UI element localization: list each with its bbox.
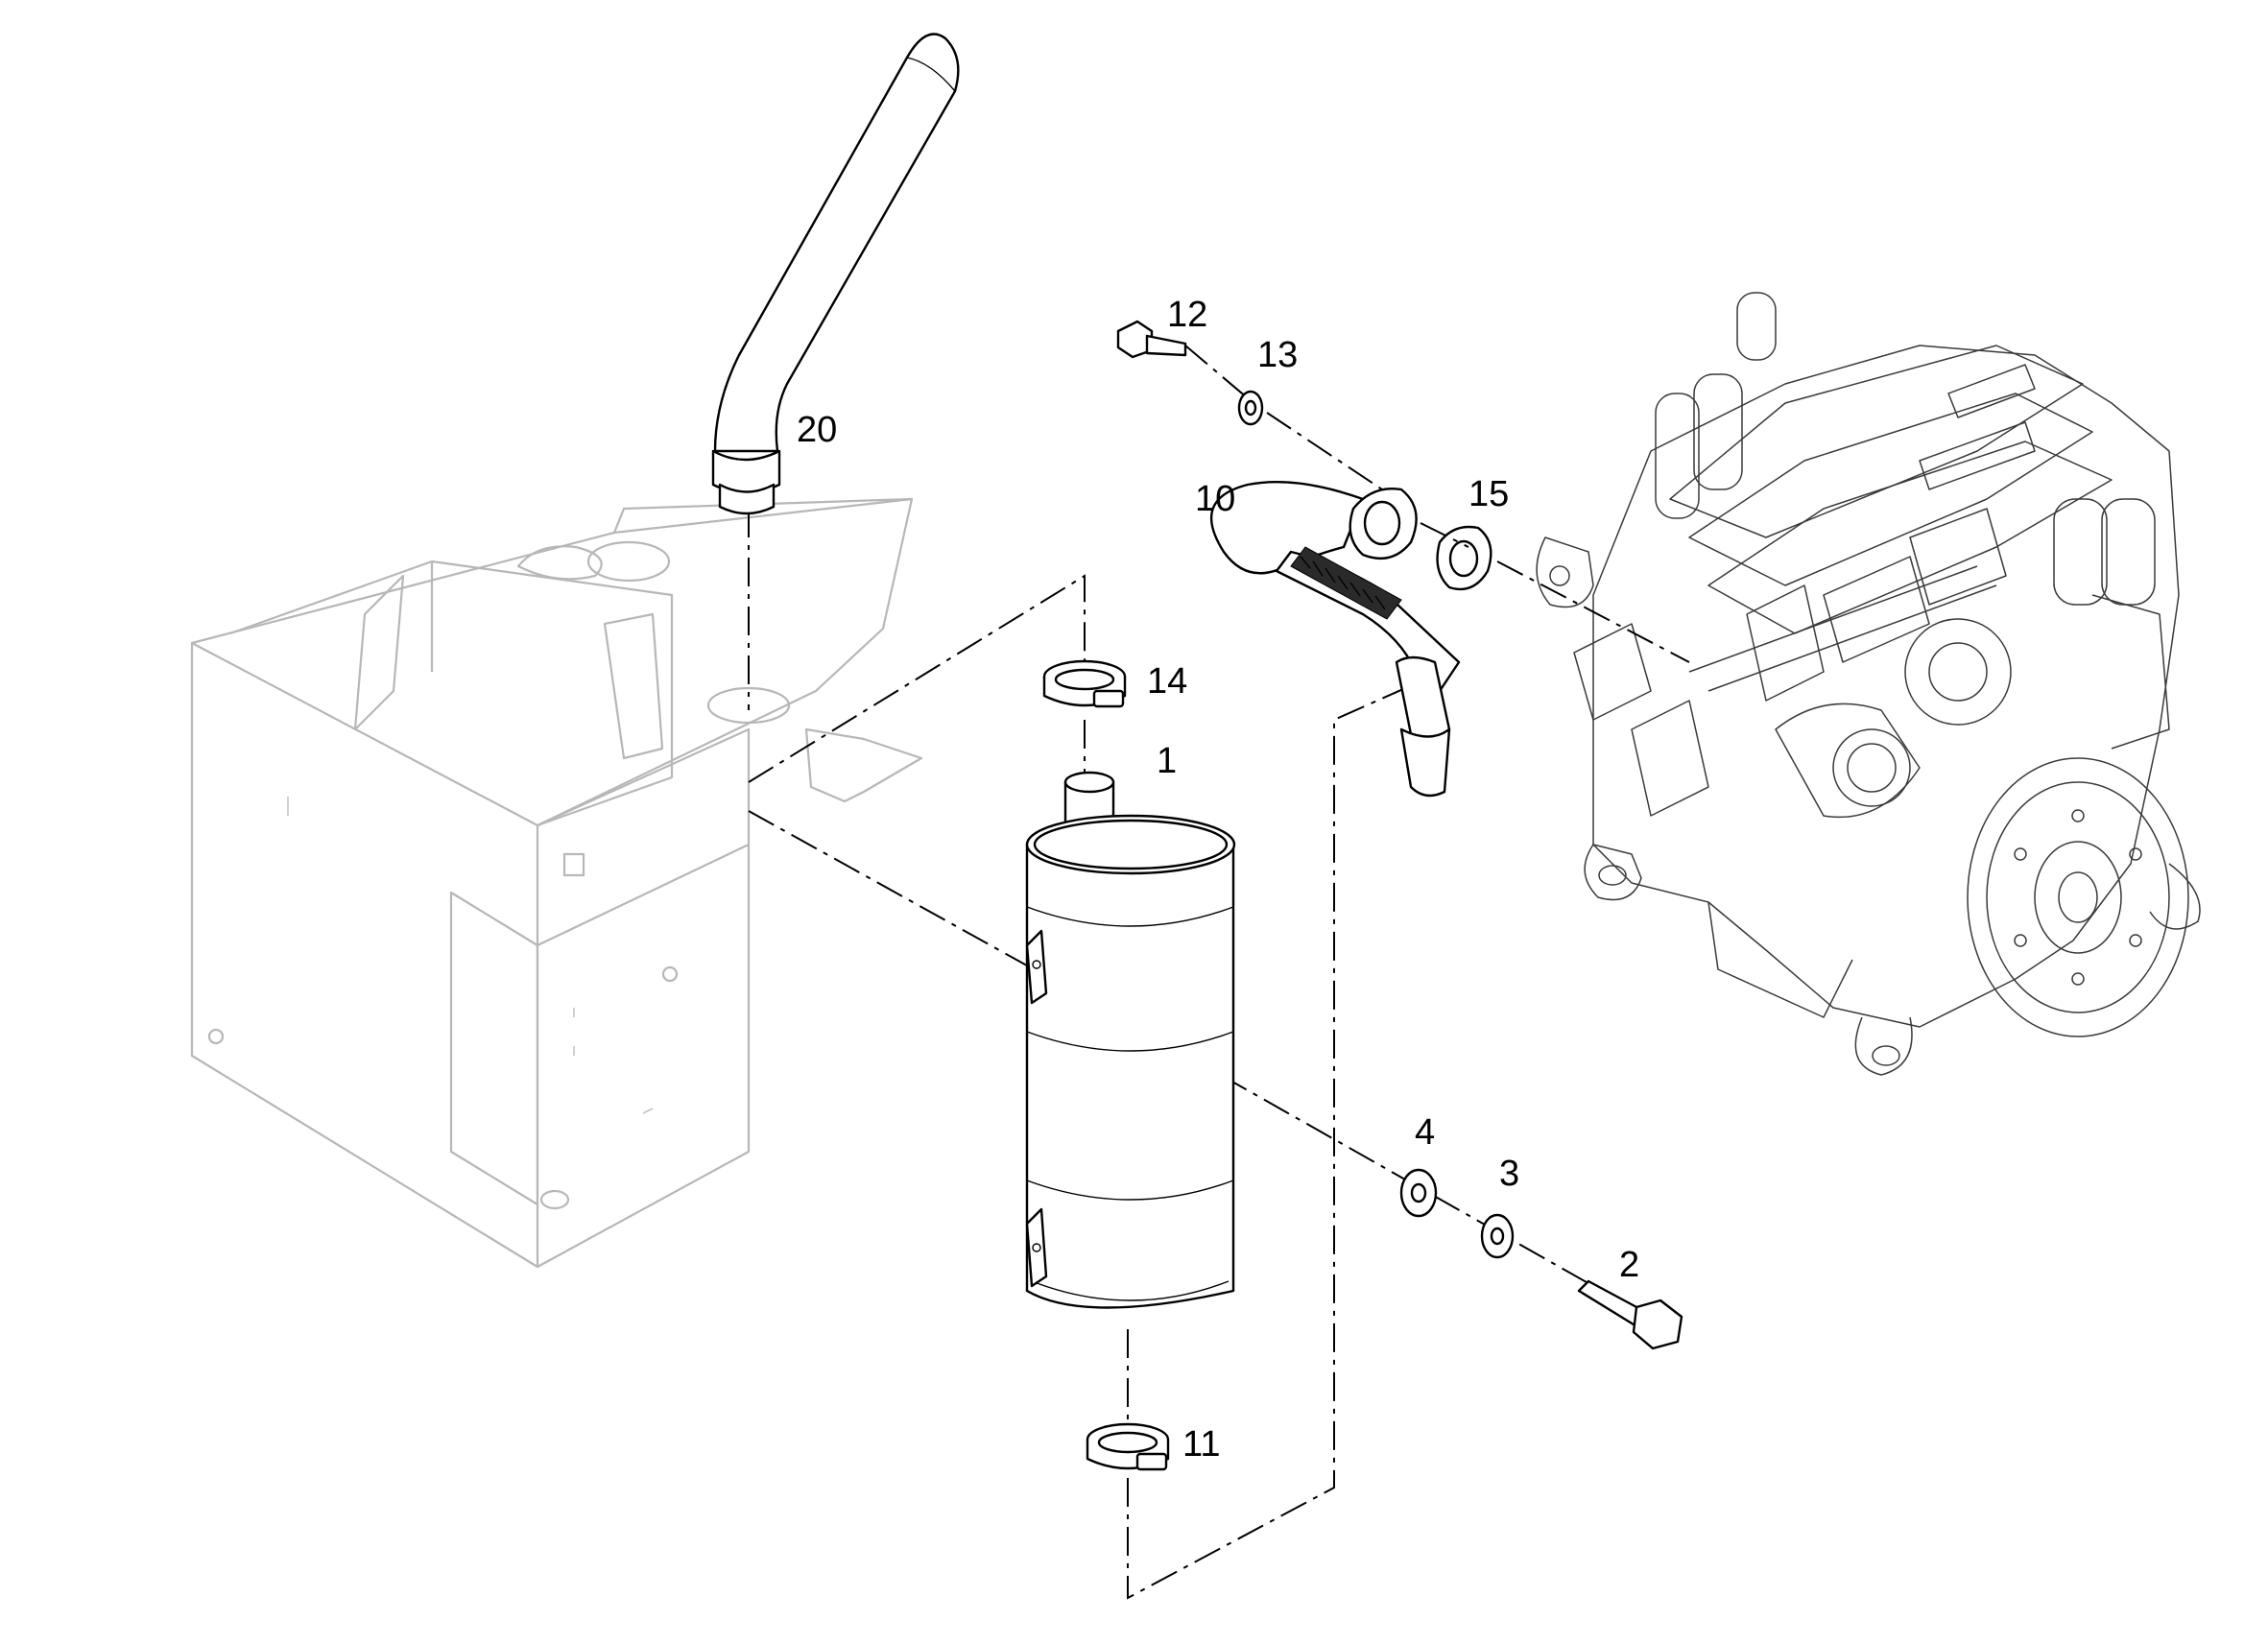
callout-11: 11: [1182, 1424, 1220, 1465]
part-10-exhaust-pipe: [1209, 480, 1461, 798]
callout-10: 10: [1195, 479, 1235, 519]
engine-assembly: [1536, 292, 2201, 1076]
cabinet-frame-ghost: [190, 497, 923, 1269]
part-11-hose-clamp: [1086, 1422, 1170, 1471]
callout-13: 13: [1257, 335, 1298, 375]
part-4-washer: [1399, 1168, 1438, 1218]
callout-2: 2: [1619, 1245, 1639, 1285]
callout-12: 12: [1167, 295, 1207, 335]
part-12-bolt: [1116, 320, 1187, 359]
callout-labels: 1 2 3 4 10 11 12 13 14 15 20: [797, 295, 1639, 1465]
part-14-hose-clamp: [1042, 659, 1127, 708]
callout-1: 1: [1157, 741, 1177, 781]
callout-20: 20: [797, 410, 837, 450]
assembly-lines: [748, 345, 1690, 1600]
callout-15: 15: [1468, 474, 1509, 514]
part-13-washer: [1237, 390, 1264, 426]
part-3-washer: [1480, 1213, 1515, 1259]
callout-14: 14: [1147, 661, 1187, 702]
part-1-muffler: [1025, 771, 1236, 1309]
callout-3: 3: [1499, 1154, 1519, 1194]
callout-4: 4: [1415, 1112, 1435, 1153]
part-20-tail-pipe: [711, 33, 960, 515]
part-2-bolt: [1577, 1279, 1683, 1350]
part-15-gasket: [1436, 525, 1492, 591]
